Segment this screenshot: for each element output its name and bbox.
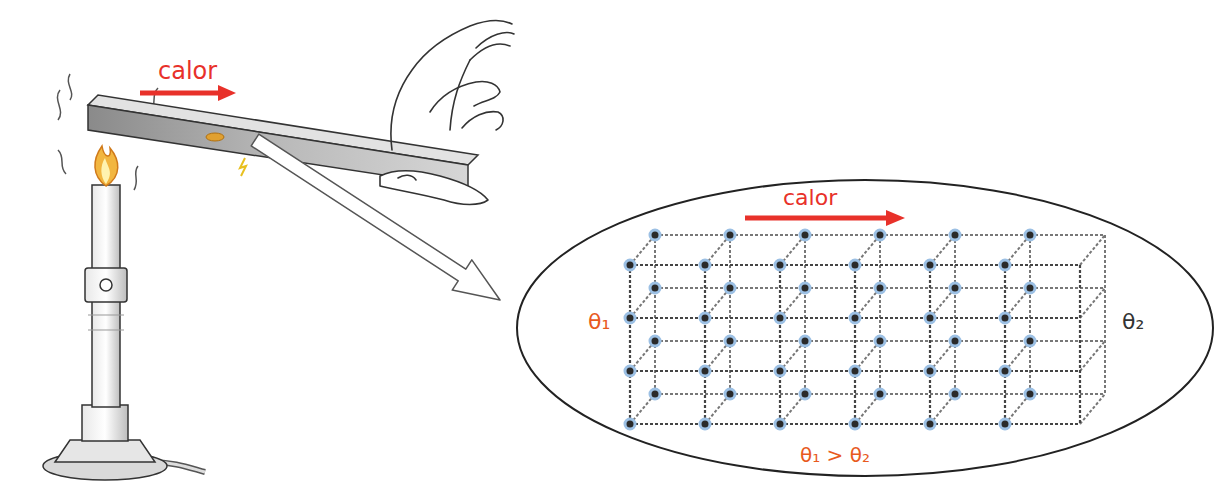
zoom-ellipse: calor θ₁ θ₂ θ₁ > θ₂ [515,178,1215,478]
temperature-label: θ₂ [1122,310,1144,334]
heat-label: calor [158,58,217,84]
heat-arrow [745,210,905,226]
hand [380,20,514,204]
ellipse-outline [515,178,1215,478]
heat-arrow [140,85,236,101]
temperature-label: θ₁ [588,310,610,334]
zoom-arrow [251,134,500,300]
heat-label: calor [783,186,837,210]
bunsen-burner [43,185,205,480]
crystal-lattice [630,235,1105,424]
temperature-relation: θ₁ > θ₂ [800,444,870,466]
